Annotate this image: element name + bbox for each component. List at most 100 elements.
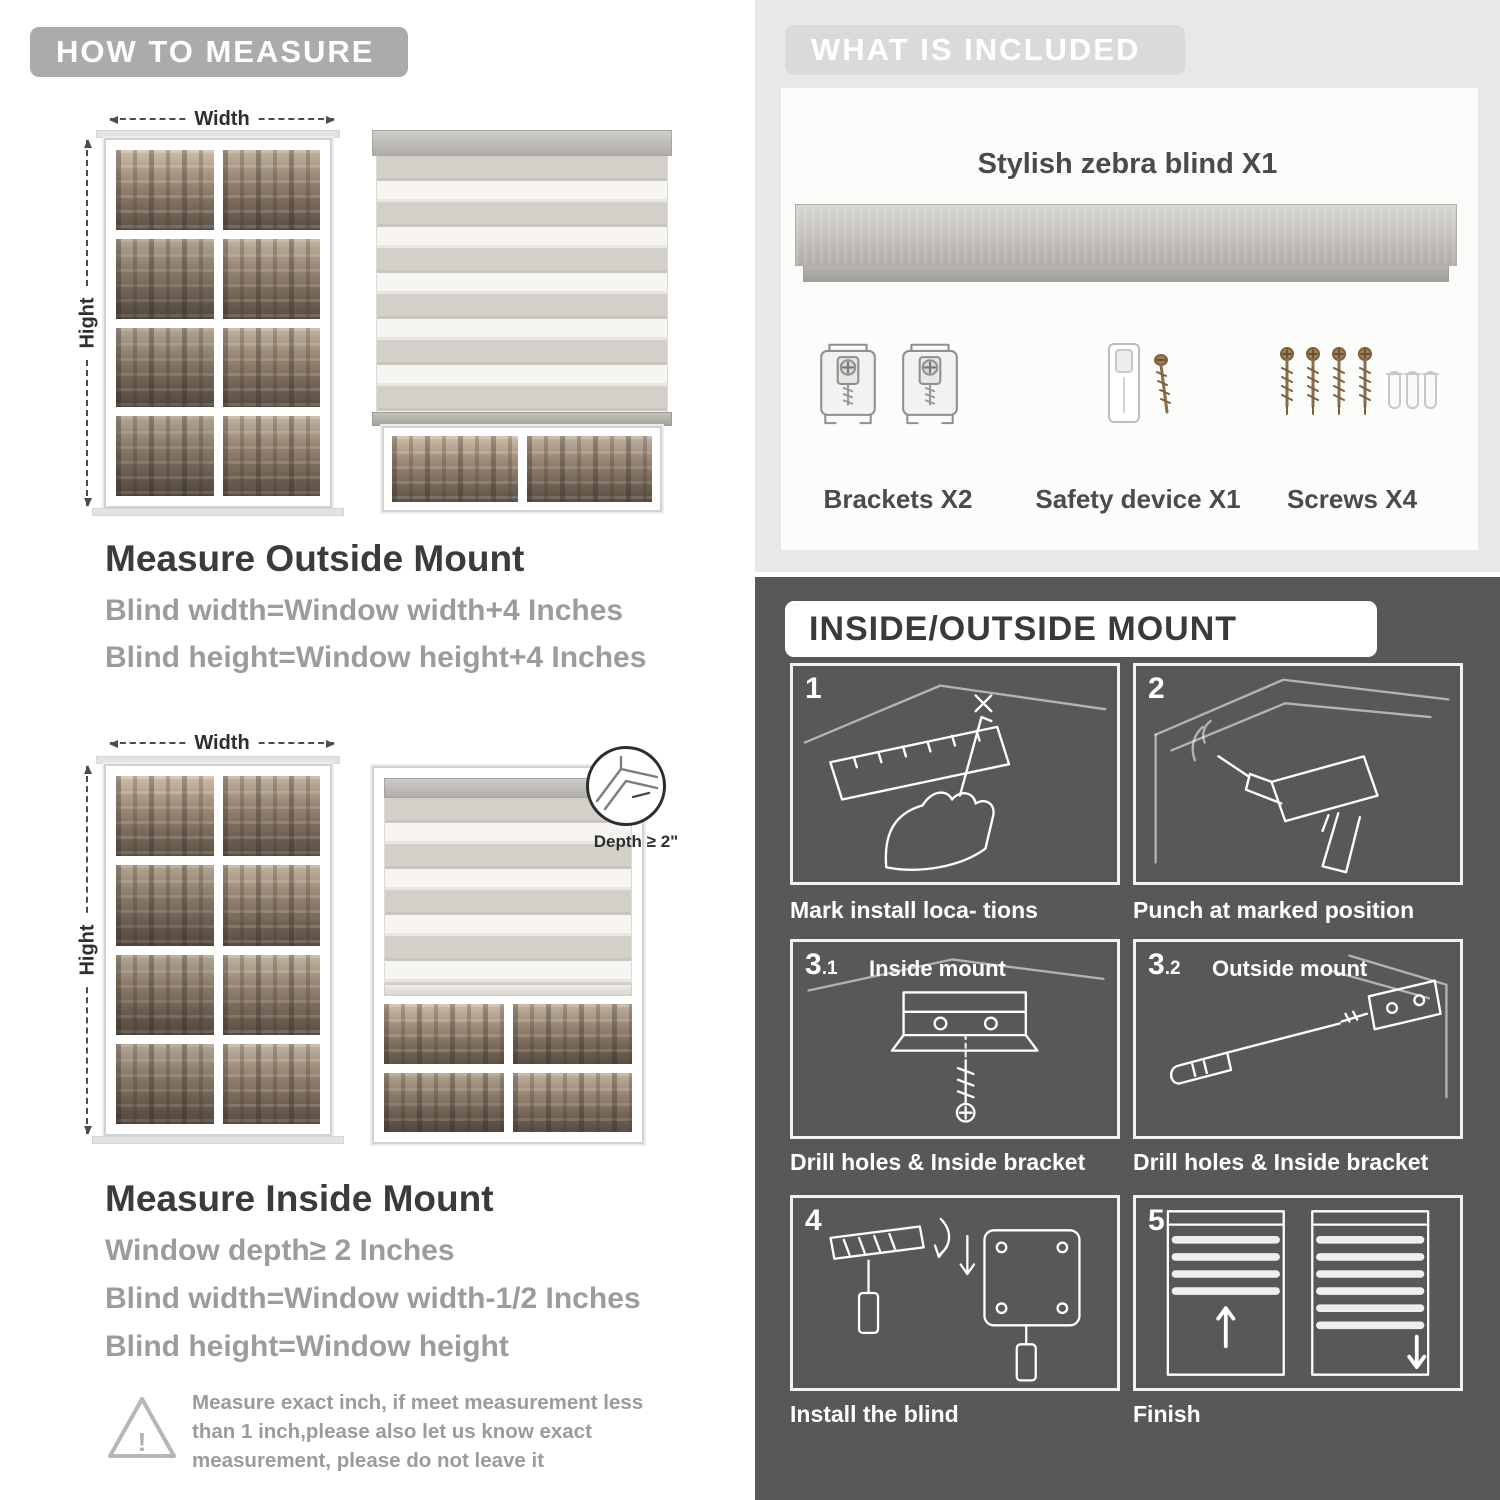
inside-mount-illustration: Width Hight	[76, 728, 718, 1158]
outside-formula-width: Blind width=Window width+4 Inches	[105, 594, 624, 627]
screws-label: Screws X4	[1286, 484, 1418, 514]
window-pane	[116, 327, 214, 408]
inside-mount-label: Inside mount	[869, 956, 1006, 981]
step-3-2-number: 3.2	[1148, 948, 1181, 981]
blind-item-label: Stylish zebra blind X1	[977, 148, 1278, 180]
step-3-1-number: 3.1	[805, 948, 838, 981]
blind-cassette	[372, 130, 672, 156]
step-4-panel: 4	[790, 1195, 1120, 1391]
outside-bracket-icon	[1170, 954, 1448, 1099]
step-4-number: 4	[805, 1204, 822, 1237]
window-illustration	[104, 138, 332, 508]
warning-text: Measure exact inch, if meet measurement …	[192, 1391, 644, 1473]
window-pane	[384, 1004, 504, 1064]
zebra-stripes	[376, 156, 668, 412]
step-2-number: 2	[1148, 672, 1165, 705]
mark-locations-icon	[803, 684, 1107, 871]
warning-triangle-icon: !	[106, 1394, 178, 1462]
blind-bottom-rail	[384, 984, 632, 996]
window-pane	[116, 865, 214, 946]
window-pane	[526, 436, 652, 502]
inside-formula-height: Blind height=Window height	[105, 1330, 509, 1363]
window-pane	[116, 954, 214, 1035]
what-is-included-header: WHAT IS INCLUDED	[785, 25, 1185, 75]
how-to-measure-header: HOW TO MEASURE	[30, 27, 408, 77]
finish-icon	[1166, 1210, 1430, 1376]
height-measure-arrow: Hight	[76, 139, 100, 507]
width-label: Width	[186, 732, 258, 756]
window-sill-top	[96, 130, 340, 138]
screws-icon	[1275, 342, 1445, 437]
outside-mount-label: Outside mount	[1212, 956, 1368, 981]
inside-outside-mount-header: INSIDE/OUTSIDE MOUNT	[785, 601, 1377, 657]
step-3-1-caption: Drill holes & Inside bracket	[790, 1149, 1086, 1175]
window-panes	[116, 776, 320, 1124]
step-5-caption: Finish	[1133, 1401, 1201, 1427]
height-measure-arrow: Hight	[76, 765, 100, 1135]
mount-section: INSIDE/OUTSIDE MOUNT 1 2	[755, 577, 1500, 1500]
blind-bottom-rail	[372, 412, 672, 426]
height-label: Hight	[76, 916, 100, 984]
window-pane	[222, 776, 320, 857]
width-measure-arrow: Width	[109, 732, 335, 756]
width-label: Width	[186, 108, 258, 132]
inside-formula-depth: Window depth≥ 2 Inches	[105, 1234, 455, 1267]
window-panes	[116, 150, 320, 496]
window-pane	[116, 1043, 214, 1124]
step-1-number: 1	[805, 672, 822, 705]
blind-stack	[384, 778, 632, 1132]
depth-label: Depth ≥ 2"	[593, 832, 679, 851]
window-pane	[116, 238, 214, 319]
window-pane	[392, 436, 518, 502]
window-pane	[222, 865, 320, 946]
window-pane	[222, 416, 320, 496]
included-card	[781, 88, 1478, 550]
window-pane	[222, 150, 320, 230]
zebra-blind-inside-illustration	[372, 766, 644, 1144]
zebra-blind-outside-illustration	[372, 130, 672, 512]
outside-formula-height: Blind height=Window height+4 Inches	[105, 641, 647, 674]
step-2-panel: 2	[1133, 663, 1463, 885]
window-pane	[222, 327, 320, 408]
window-below-blind	[382, 426, 662, 512]
outside-mount-illustration: Width Hight	[76, 106, 690, 516]
window-illustration	[104, 764, 332, 1136]
window-pane	[384, 1072, 504, 1132]
measure-inside-title: Measure Inside Mount	[105, 1178, 494, 1219]
step-3-1-panel: 3.1 Inside mount	[790, 939, 1120, 1139]
step-2-caption: Punch at marked position	[1133, 897, 1415, 923]
step-5-panel: 5	[1133, 1195, 1463, 1391]
included-section: WHAT IS INCLUDED Stylish zebra blind X1	[755, 0, 1500, 572]
inside-formula-width: Blind width=Window width-1/2 Inches	[105, 1282, 641, 1315]
window-sill-bottom	[92, 508, 344, 516]
width-measure-arrow: Width	[109, 108, 335, 132]
window-pane	[512, 1072, 632, 1132]
window-pane	[222, 1043, 320, 1124]
window-panes	[384, 996, 632, 1132]
window-sill-top	[96, 756, 340, 764]
window-pane	[222, 238, 320, 319]
brackets-label: Brackets X2	[823, 484, 973, 514]
safety-device-label: Safety device X1	[1035, 484, 1241, 514]
step-3-2-caption: Drill holes & Inside bracket	[1133, 1149, 1429, 1175]
depth-detail-circle	[586, 746, 666, 826]
step-4-caption: Install the blind	[790, 1401, 959, 1427]
measurement-warning: ! Measure exact inch, if meet measuremen…	[100, 1386, 660, 1486]
safety-device-icon	[1095, 338, 1205, 438]
zebra-blind-headrail	[795, 204, 1457, 266]
install-blind-icon	[829, 1217, 1081, 1382]
zebra-stripes	[384, 798, 632, 984]
window-panes	[392, 436, 652, 502]
brackets-icon	[815, 340, 975, 450]
step-5-number: 5	[1148, 1204, 1165, 1237]
window-pane	[222, 954, 320, 1035]
measure-outside-title: Measure Outside Mount	[105, 538, 525, 579]
window-sill-bottom	[92, 1136, 344, 1144]
window-pane	[116, 776, 214, 857]
step-1-caption: Mark install loca- tions	[790, 897, 1038, 923]
inside-bracket-icon	[807, 958, 1105, 1123]
window-corner-detail-icon	[595, 755, 659, 811]
step-3-2-panel: 3.2 Outside mount	[1133, 939, 1463, 1139]
window-pane	[116, 150, 214, 230]
